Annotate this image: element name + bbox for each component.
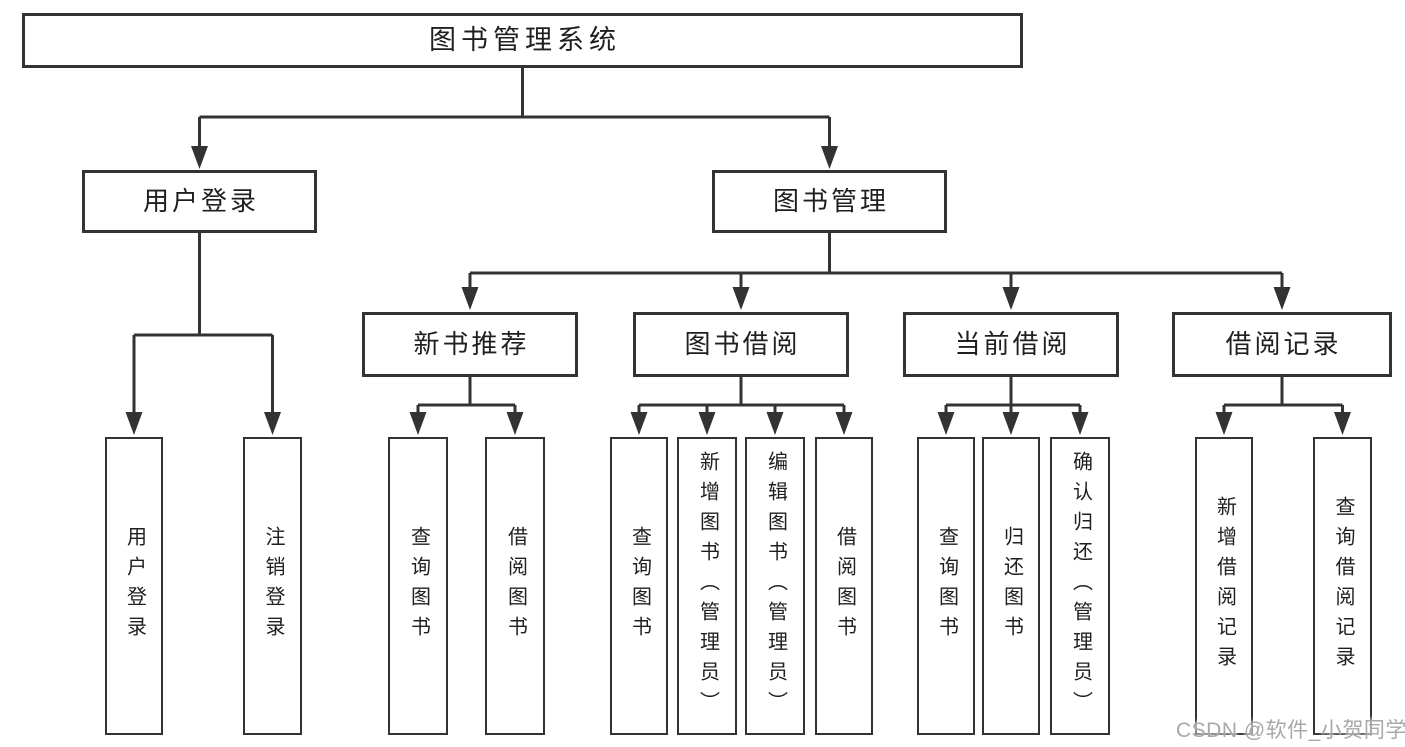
node-label: 借阅记录 [1225, 328, 1342, 359]
connector-current-borrow-children [944, 377, 1082, 416]
connector-new-book-children [416, 377, 517, 416]
node-label: 当前借阅 [954, 328, 1071, 359]
node-label: 新书推荐 [413, 328, 530, 359]
node-label: 用户登录 [123, 526, 146, 646]
node-borrow-records: 借阅记录 [1172, 312, 1392, 377]
leaf-br-add-record: 新增借阅记录 [1195, 437, 1253, 735]
connector-borrow-records-children [1222, 377, 1344, 416]
leaf-br-query-record: 查询借阅记录 [1313, 437, 1372, 735]
node-label: 归还图书 [1000, 526, 1023, 646]
connector-root-to-level2 [198, 68, 831, 150]
leaf-bb-borrow-books: 借阅图书 [815, 437, 873, 735]
node-book-management: 图书管理 [712, 170, 947, 233]
node-label: 查询图书 [407, 526, 430, 646]
node-book-borrow: 图书借阅 [633, 312, 849, 377]
leaf-nbr-query-books: 查询图书 [388, 437, 448, 735]
node-label: 用户登录 [142, 185, 259, 216]
node-label: 借阅图书 [504, 526, 527, 646]
connector-book-management-children [468, 233, 1284, 291]
node-label: 借阅图书 [833, 526, 856, 646]
node-label: 新增图书（管理员） [696, 451, 719, 721]
leaf-user-login: 用户登录 [105, 437, 163, 735]
arrowheads [125, 146, 1351, 435]
node-label: 查询借阅记录 [1332, 496, 1354, 676]
leaf-logout: 注销登录 [243, 437, 302, 735]
leaf-bb-query-books: 查询图书 [610, 437, 668, 735]
node-current-borrow: 当前借阅 [903, 312, 1119, 377]
connector-book-borrow-children [637, 377, 846, 416]
leaf-nbr-borrow-books: 借阅图书 [485, 437, 545, 735]
node-label: 查询图书 [935, 526, 958, 646]
leaf-cb-query-books: 查询图书 [917, 437, 975, 735]
leaf-cb-return-books: 归还图书 [982, 437, 1040, 735]
node-label: 图书借阅 [684, 328, 801, 359]
node-root-system: 图书管理系统 [22, 13, 1023, 68]
leaf-bb-add-books-admin: 新增图书（管理员） [677, 437, 737, 735]
node-label: 新增借阅记录 [1213, 496, 1236, 676]
leaf-cb-confirm-return-admin: 确认归还（管理员） [1050, 437, 1110, 735]
node-label: 确认归还（管理员） [1069, 451, 1092, 721]
node-label: 查询图书 [628, 526, 651, 646]
csdn-watermark: CSDN @软件_小贺同学 [1176, 719, 1405, 742]
leaf-bb-edit-books-admin: 编辑图书（管理员） [745, 437, 805, 735]
node-new-book-recommend: 新书推荐 [362, 312, 578, 377]
connector-user-login-children [132, 233, 274, 416]
node-label: 图书管理系统 [429, 25, 621, 56]
node-label: 注销登录 [262, 526, 284, 646]
node-label: 图书管理 [772, 185, 889, 216]
node-user-login: 用户登录 [82, 170, 317, 233]
node-label: 编辑图书（管理员） [764, 451, 787, 721]
